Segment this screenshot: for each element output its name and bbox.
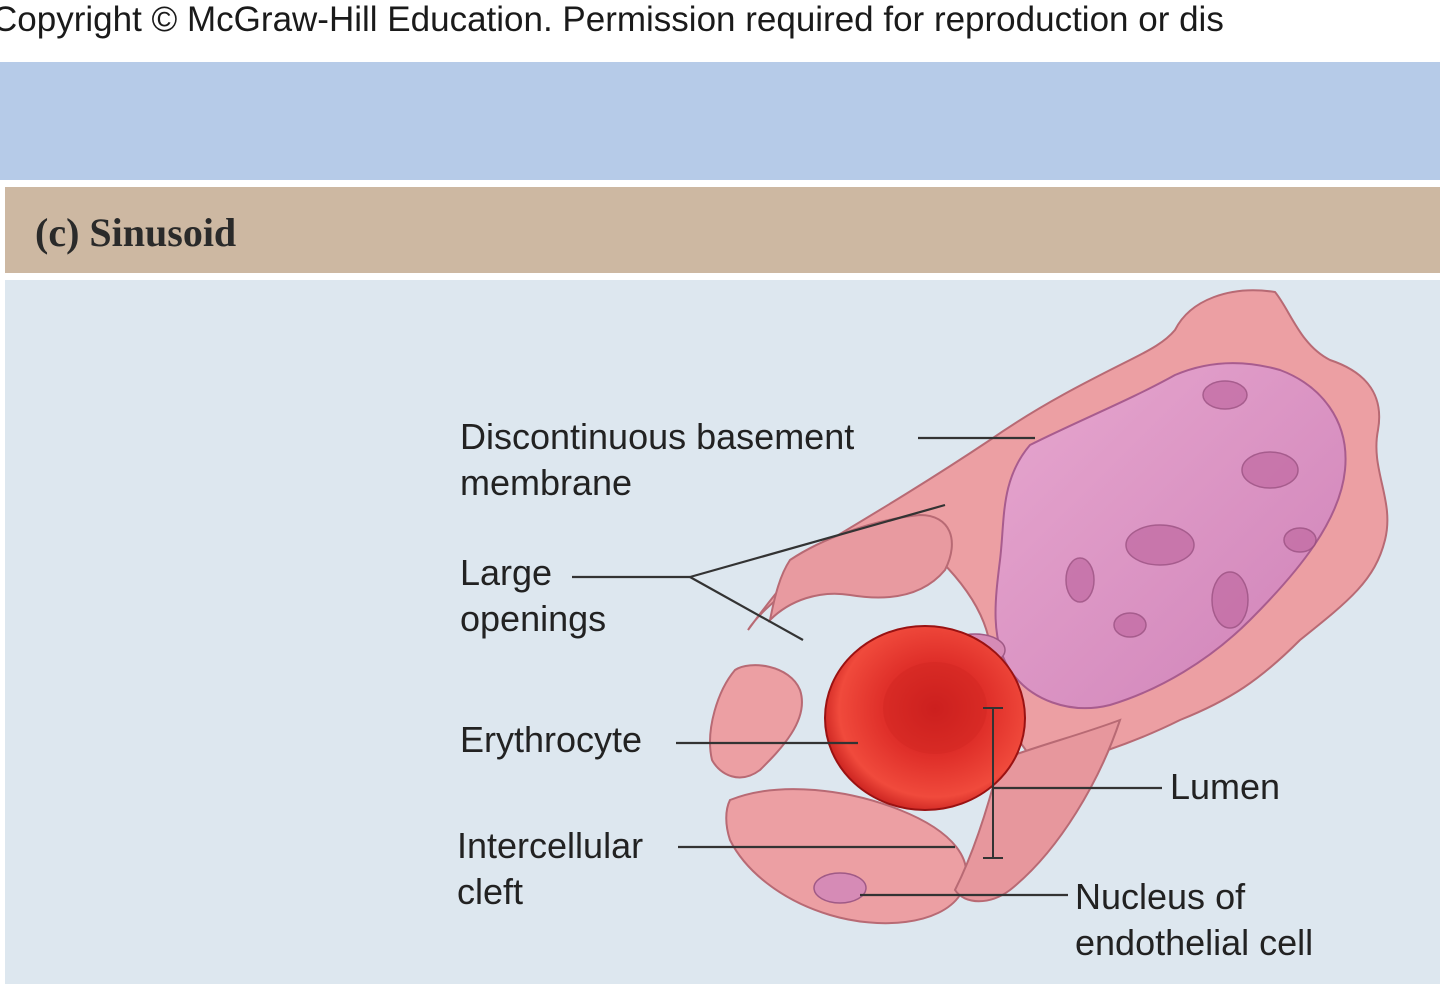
copyright-notice: Copyright © McGraw-Hill Education. Permi… xyxy=(0,0,1224,39)
vessel-wall-fragment xyxy=(709,664,803,779)
endothelial-nucleus xyxy=(813,872,867,904)
label-nucleus-line2: endothelial cell xyxy=(1075,922,1314,963)
panel-title-bar: (c) Sinusoid xyxy=(5,187,1440,273)
label-basement-membrane-line2: membrane xyxy=(460,462,633,503)
vessel-wall-fragment xyxy=(768,513,953,624)
label-large-openings: Large openings xyxy=(460,550,606,642)
label-large-openings-line2: openings xyxy=(460,598,607,639)
label-nucleus: Nucleus of endothelial cell xyxy=(1075,874,1313,966)
label-lumen: Lumen xyxy=(1170,766,1281,807)
label-nucleus-line1: Nucleus of xyxy=(1075,876,1246,917)
label-intercellular-cleft-line2: cleft xyxy=(457,871,524,912)
label-erythrocyte: Erythrocyte xyxy=(460,719,643,760)
label-intercellular-cleft-line1: Intercellular xyxy=(457,825,644,866)
header-band xyxy=(0,62,1440,180)
vessel-wall-fragment xyxy=(725,788,968,925)
vessel-wall-fragment xyxy=(953,718,1122,903)
label-basement-membrane: Discontinuous basement membrane xyxy=(460,414,854,506)
leader-large-openings xyxy=(689,576,804,641)
label-basement-membrane-line1: Discontinuous basement xyxy=(460,416,855,457)
leader-large-openings xyxy=(689,503,946,579)
label-intercellular-cleft: Intercellular cleft xyxy=(457,823,643,915)
label-large-openings-line1: Large xyxy=(460,552,553,593)
panel-title: (c) Sinusoid xyxy=(35,210,237,255)
